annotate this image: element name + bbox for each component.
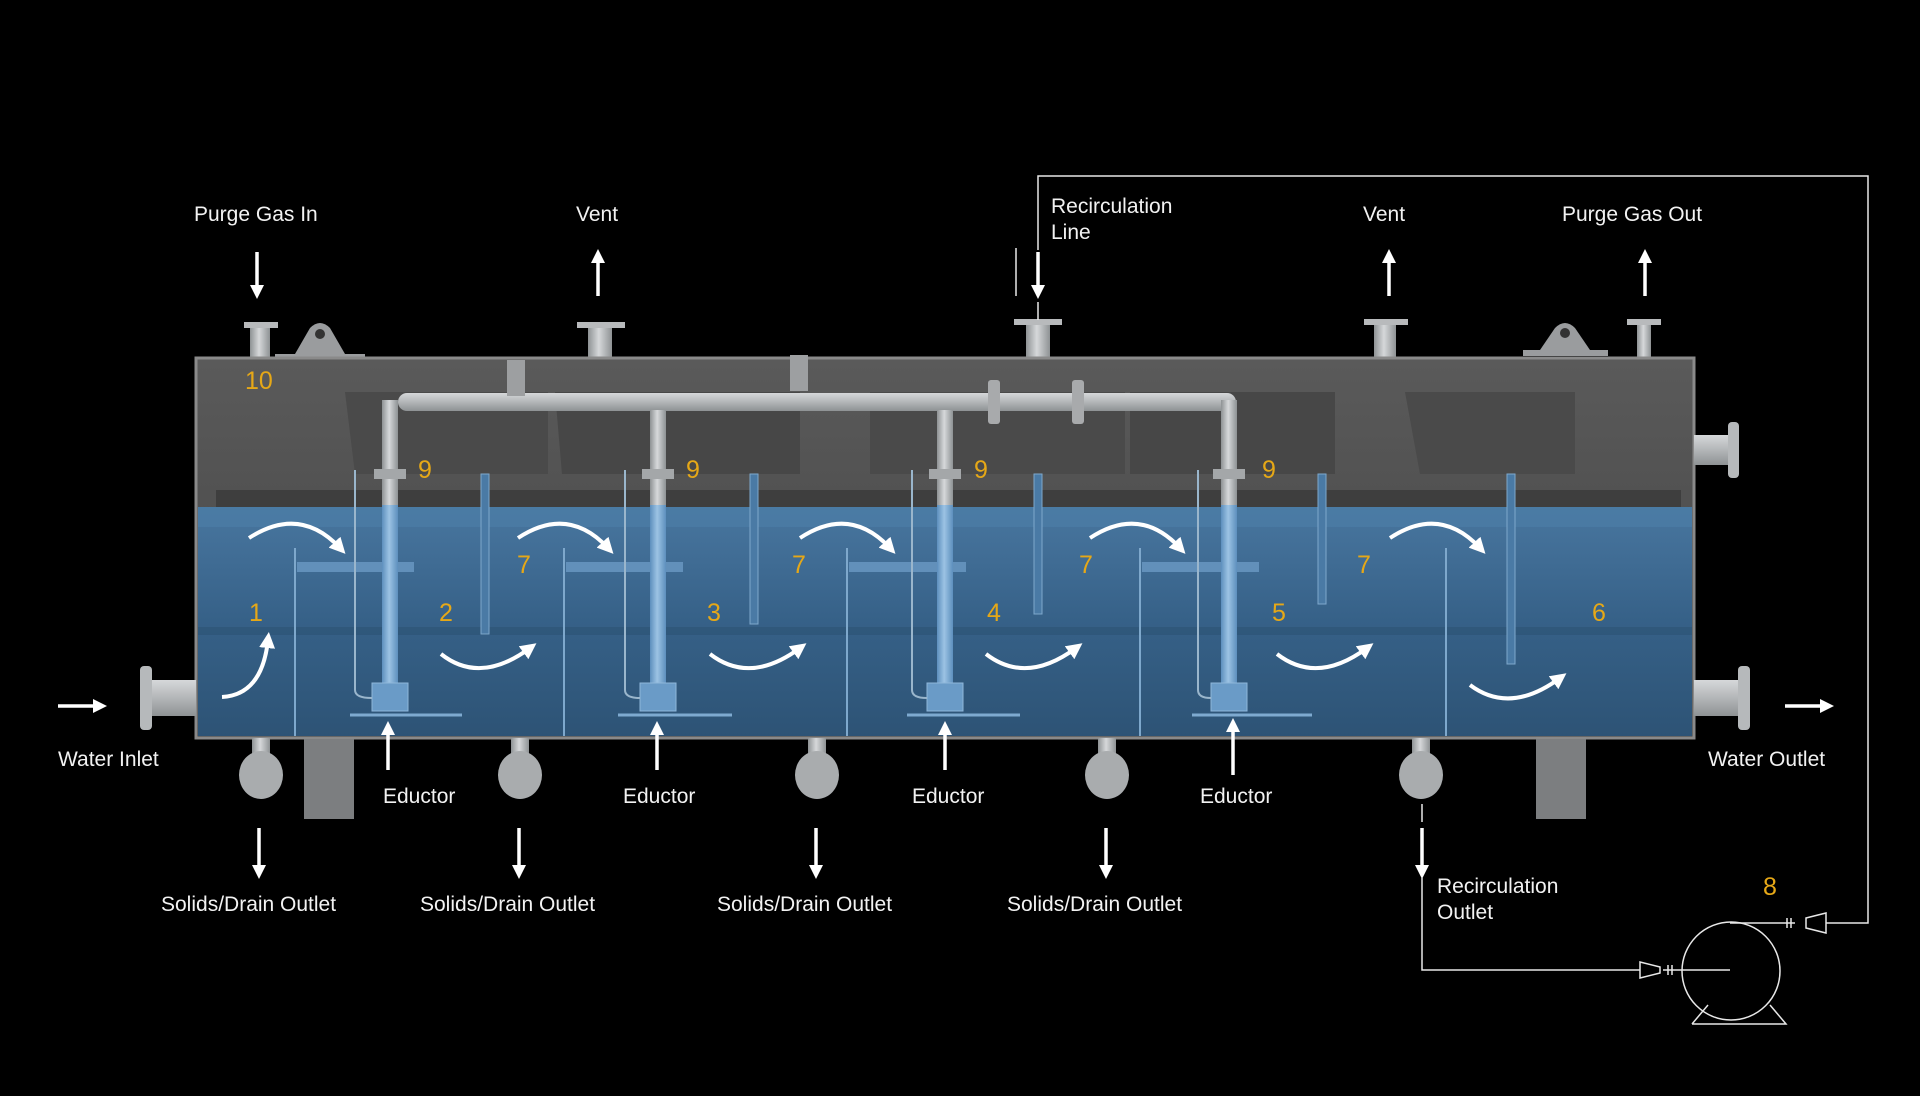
recirculation-outlet-nozzle [1399, 738, 1443, 799]
reducer-icon [1805, 912, 1827, 934]
support-legs [304, 739, 1586, 819]
eductor-legs [350, 400, 1312, 717]
flow-curve-icon [247, 521, 346, 554]
drain-nozzles [239, 738, 1443, 799]
water-inlet-nozzle [140, 666, 196, 730]
callout-eductor-valve: 9 [418, 456, 432, 484]
label-water-inlet: Water Inlet [58, 748, 159, 771]
eductor-4 [1192, 400, 1312, 717]
label-eductor: Eductor [1200, 785, 1273, 808]
label-recirculation-line-1: Recirculation [1051, 195, 1173, 218]
water-outlet-nozzle [1694, 666, 1750, 730]
label-eductor: Eductor [623, 785, 696, 808]
overflow-nozzle [1694, 422, 1739, 478]
flow-curve-icon [798, 521, 896, 554]
callout-weir: 7 [1079, 551, 1093, 579]
reducer-icon [1639, 961, 1661, 979]
label-solids-drain-outlet: Solids/Drain Outlet [1007, 893, 1183, 916]
flow-curve-icon [439, 643, 537, 671]
callout-chamber: 3 [707, 599, 721, 627]
label-purge-gas-in: Purge Gas In [194, 203, 318, 226]
label-vent-right: Vent [1363, 203, 1406, 226]
label-eductor: Eductor [912, 785, 985, 808]
recirculation-header-pipe [398, 355, 1236, 424]
label-water-outlet: Water Outlet [1708, 748, 1826, 771]
label-recirculation-outlet-2: Outlet [1437, 901, 1494, 924]
callout-eductor-valve: 9 [686, 456, 700, 484]
nozzle-purge-gas-in [244, 322, 278, 358]
direction-arrows [58, 249, 1834, 879]
nozzle-vent-right [1364, 319, 1408, 358]
flow-curve-icon [221, 632, 276, 699]
callout-pump: 8 [1763, 873, 1777, 901]
callout-eductor-valve: 9 [974, 456, 988, 484]
label-recirculation-outlet-1: Recirculation [1437, 875, 1559, 898]
label-solids-drain-outlet: Solids/Drain Outlet [420, 893, 596, 916]
callout-chamber: 2 [439, 599, 453, 627]
callout-weir: 7 [792, 551, 806, 579]
flow-curve-icon [516, 521, 614, 554]
flow-arrows [221, 521, 1567, 701]
label-eductor: Eductor [383, 785, 456, 808]
lifting-lug-left [275, 323, 365, 359]
label-solids-drain-outlet: Solids/Drain Outlet [161, 893, 337, 916]
flow-curve-icon [984, 643, 1083, 671]
label-vent-left: Vent [576, 203, 619, 226]
callout-weir: 7 [1357, 551, 1371, 579]
flow-curve-icon [1468, 673, 1567, 701]
callout-chamber: 5 [1272, 599, 1286, 627]
chamber-dividers [294, 548, 1447, 736]
recirculation-loop [1015, 175, 1869, 971]
hanging-baffles [480, 473, 1516, 665]
eductor-2 [618, 410, 732, 717]
callout-weir: 7 [517, 551, 531, 579]
flow-curve-icon [1388, 521, 1486, 554]
eductor-1 [350, 400, 462, 717]
flow-curve-icon [1275, 643, 1374, 671]
callout-gas-space: 10 [245, 367, 273, 395]
callout-eductor-valve: 9 [1262, 456, 1276, 484]
label-recirculation-line-2: Line [1051, 221, 1091, 244]
flow-curve-icon [1088, 521, 1186, 554]
lifting-lug-right [1523, 323, 1608, 356]
label-solids-drain-outlet: Solids/Drain Outlet [717, 893, 893, 916]
eductor-3 [907, 410, 1020, 717]
callout-chamber: 6 [1592, 599, 1606, 627]
flow-curve-icon [708, 643, 807, 671]
nozzle-purge-gas-out [1627, 319, 1661, 358]
pump-icon [1681, 921, 1788, 1025]
callout-chamber: 1 [249, 599, 263, 627]
label-purge-gas-out: Purge Gas Out [1562, 203, 1703, 226]
nozzle-vent-left [577, 322, 625, 358]
callout-chamber: 4 [987, 599, 1001, 627]
